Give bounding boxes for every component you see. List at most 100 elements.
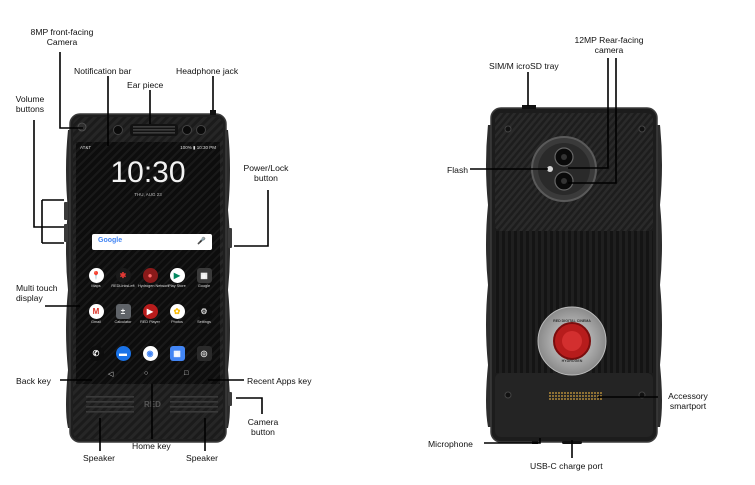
app-google[interactable]: ▦Google bbox=[192, 268, 216, 288]
power-lock-button[interactable] bbox=[228, 228, 232, 248]
app-redlinksleft[interactable]: ✱REDLinksLeft bbox=[111, 268, 135, 288]
smartport-pin bbox=[567, 395, 569, 397]
headphone-jack-label: Headphone jack bbox=[176, 66, 239, 76]
badge-top-text: RED DIGITAL CINEMA bbox=[553, 319, 591, 323]
app-hydrogen-network[interactable]: ●Hydrogen Network bbox=[138, 268, 169, 288]
smartport-pin bbox=[585, 398, 587, 400]
smartport-pin bbox=[600, 398, 602, 400]
sim-tray-label: SIM/M icroSD tray bbox=[489, 61, 559, 71]
speaker-grille-left bbox=[86, 396, 134, 413]
smartport-pin bbox=[552, 395, 554, 397]
chrome-icon: ◉ bbox=[142, 346, 158, 361]
ear-piece-label: Ear piece bbox=[127, 80, 164, 90]
rear-phone-body bbox=[486, 105, 662, 444]
rear-phone: RED DIGITAL CINEMA HYDROGEN bbox=[484, 105, 664, 445]
smartport-pin bbox=[558, 392, 560, 394]
smartport-pin bbox=[585, 392, 587, 394]
smartport-pin bbox=[552, 398, 554, 400]
app-label: Settings bbox=[197, 320, 211, 324]
gmail-icon: M bbox=[88, 304, 104, 319]
app-calendar[interactable]: ▦ bbox=[165, 346, 189, 361]
smartport-pin bbox=[555, 398, 557, 400]
clock-time: 10:30 bbox=[110, 156, 186, 189]
app-play-store[interactable]: ▶Play Store bbox=[165, 268, 189, 288]
app-camera[interactable]: ◎ bbox=[192, 346, 216, 361]
smartport-pin bbox=[573, 392, 575, 394]
smartport-pin bbox=[588, 395, 590, 397]
calculator-icon: ± bbox=[115, 304, 131, 319]
flash-label: Flash bbox=[447, 165, 469, 175]
smartport-pin bbox=[549, 395, 551, 397]
notification-bar-label: Notification bar bbox=[74, 66, 132, 76]
app-label: Play Store bbox=[168, 284, 186, 288]
leader-front-camera bbox=[59, 52, 83, 129]
red-badge bbox=[537, 306, 607, 376]
microphone-label: Microphone bbox=[428, 439, 473, 449]
smartport-pin bbox=[597, 392, 599, 394]
leader-microphone bbox=[484, 438, 541, 444]
smartport-pin bbox=[591, 392, 593, 394]
google-icon: ▦ bbox=[196, 268, 212, 283]
app-photos[interactable]: ✿Photos bbox=[165, 304, 189, 324]
volume-up-button[interactable] bbox=[64, 202, 68, 220]
smartport-pin bbox=[582, 392, 584, 394]
app-messages[interactable]: ▬ bbox=[111, 346, 135, 361]
smartport-pin bbox=[573, 398, 575, 400]
smartport-pin bbox=[570, 398, 572, 400]
app-maps[interactable]: 📍Maps bbox=[84, 268, 108, 288]
smartport-pin bbox=[588, 392, 590, 394]
app-chrome[interactable]: ◉ bbox=[138, 346, 162, 361]
smartport-pin bbox=[591, 395, 593, 397]
messages-icon: ▬ bbox=[115, 346, 131, 361]
smartport-pin bbox=[561, 395, 563, 397]
home-key-label: Home key bbox=[132, 441, 171, 451]
accessory-smartport bbox=[549, 392, 602, 400]
red-player-icon: ▶ bbox=[142, 304, 158, 319]
app-calculator[interactable]: ±Calculator bbox=[111, 304, 135, 324]
app-label: Maps bbox=[91, 284, 101, 288]
sim-tray[interactable] bbox=[522, 105, 536, 109]
smartport-pin bbox=[594, 395, 596, 397]
back-key-label: Back key bbox=[16, 376, 51, 386]
smartport-pin bbox=[597, 398, 599, 400]
smartport-pin bbox=[555, 395, 557, 397]
smartport-pin bbox=[591, 398, 593, 400]
smartport-pin bbox=[582, 398, 584, 400]
smartport-pin bbox=[570, 392, 572, 394]
mic-icon[interactable]: 🎤 bbox=[197, 238, 206, 245]
smartport-pin bbox=[552, 392, 554, 394]
app-settings[interactable]: ⚙Settings bbox=[192, 304, 216, 324]
recent-apps-key-label: Recent Apps key bbox=[247, 376, 312, 386]
front-phone: RED AT&T 100% ▮ 10:30 PM 10:30 THU, AUG … bbox=[62, 110, 234, 445]
volume-down-button[interactable] bbox=[64, 224, 68, 242]
app-label: REDLinksLeft bbox=[111, 284, 135, 288]
redlinksleft-icon: ✱ bbox=[115, 268, 131, 283]
smartport-pin bbox=[561, 392, 563, 394]
back-key[interactable]: ◁ bbox=[108, 371, 114, 378]
leader-rear-camera bbox=[568, 58, 609, 169]
home-key[interactable]: ○ bbox=[144, 370, 149, 377]
camera-button[interactable] bbox=[228, 392, 232, 406]
recent-apps-key[interactable]: □ bbox=[184, 370, 189, 377]
smartport-pin bbox=[576, 392, 578, 394]
app-red-player[interactable]: ▶RED Player bbox=[138, 304, 162, 324]
calendar-icon: ▦ bbox=[169, 346, 185, 361]
google-search-bar[interactable]: Google 🎤 bbox=[92, 234, 212, 250]
ear-piece-grille bbox=[130, 124, 178, 136]
badge-bottom-text: HYDROGEN bbox=[561, 359, 583, 363]
app-phone[interactable]: ✆ bbox=[84, 346, 108, 361]
app-label: Calculator bbox=[114, 320, 132, 324]
smartport-pin bbox=[567, 392, 569, 394]
smartport-pin bbox=[576, 398, 578, 400]
front-camera-lens bbox=[77, 122, 87, 132]
smartport-pin bbox=[600, 392, 602, 394]
home-screen[interactable]: AT&T 100% ▮ 10:30 PM 10:30 THU, AUG 23 G… bbox=[76, 142, 220, 384]
smartport-pin bbox=[564, 392, 566, 394]
